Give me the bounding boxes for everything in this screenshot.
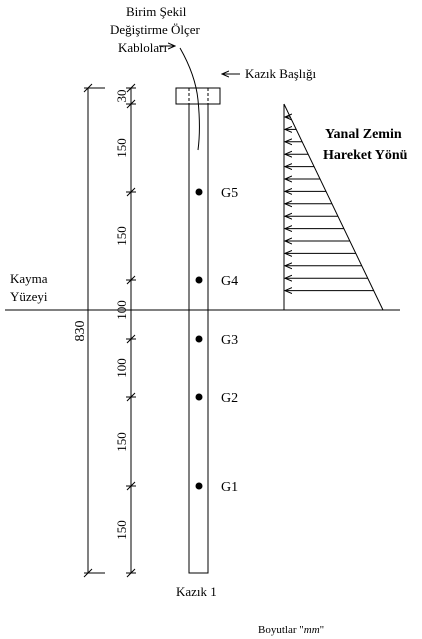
soil-movement-arrows bbox=[285, 117, 374, 291]
pile-cap-label: Kazık Başlığı bbox=[245, 66, 317, 81]
gauge-dot-g2 bbox=[195, 393, 203, 401]
gauge-label-g3: G3 bbox=[221, 333, 238, 348]
segment-label-100-b: 100 bbox=[114, 358, 129, 378]
title-line-3: Kabloları bbox=[118, 40, 167, 55]
title-line-2: Değiştirme Ölçer bbox=[110, 22, 201, 37]
pile-shaft bbox=[188, 103, 209, 574]
units-note: Boyutlar "mm" bbox=[258, 624, 324, 636]
total-length-dimension bbox=[83, 83, 105, 578]
total-length-label: 830 bbox=[73, 321, 88, 342]
segment-label-30: 30 bbox=[114, 90, 129, 103]
slip-surface-label-1: Kayma bbox=[10, 271, 48, 286]
gauge-dot-g4 bbox=[195, 276, 203, 284]
slip-surface-label-2: Yüzeyi bbox=[10, 289, 48, 304]
segment-label-150-d: 150 bbox=[114, 520, 129, 540]
segment-label-100-a: 100 bbox=[114, 300, 129, 320]
cable-line bbox=[179, 47, 200, 151]
gauge-label-g5: G5 bbox=[221, 186, 238, 201]
gauge-dot-g1 bbox=[195, 482, 203, 490]
soil-triangle-slope bbox=[283, 103, 384, 311]
gauge-label-g2: G2 bbox=[221, 391, 238, 406]
segment-dimension-line bbox=[126, 83, 136, 578]
units-italic: mm bbox=[304, 624, 320, 636]
segment-label-150-a: 150 bbox=[114, 138, 129, 158]
gauge-dot-g5 bbox=[195, 188, 203, 196]
soil-movement-label-2: Hareket Yönü bbox=[323, 148, 408, 163]
units-prefix: Boyutlar " bbox=[258, 624, 304, 636]
pile-label: Kazık 1 bbox=[176, 584, 217, 599]
segment-label-150-c: 150 bbox=[114, 432, 129, 452]
segment-label-150-b: 150 bbox=[114, 226, 129, 246]
soil-movement-label-1: Yanal Zemin bbox=[325, 127, 402, 142]
gauge-label-g1: G1 bbox=[221, 480, 238, 495]
gauge-label-g4: G4 bbox=[221, 274, 238, 289]
title-line-1: Birim Şekil bbox=[126, 4, 187, 19]
units-suffix: " bbox=[320, 624, 325, 636]
gauge-dot-g3 bbox=[195, 335, 203, 343]
